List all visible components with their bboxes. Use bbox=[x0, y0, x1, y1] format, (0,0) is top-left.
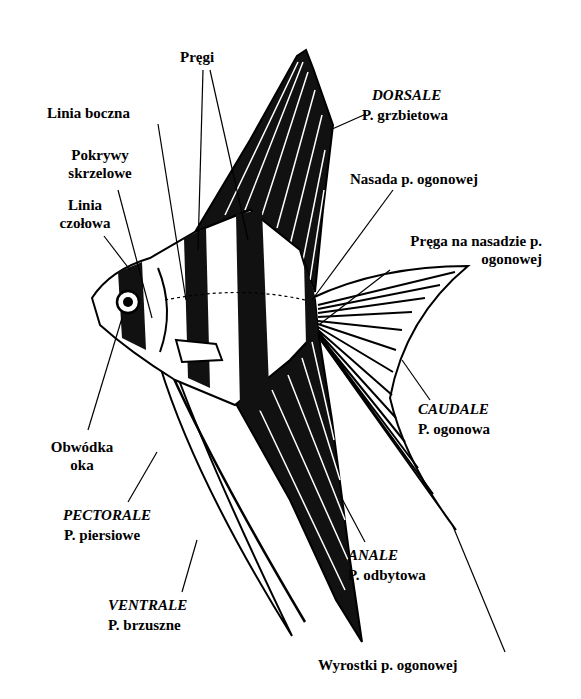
label-anchor: Pokrywy skrzelowe bbox=[55, 146, 145, 182]
part-label: P. piersiowe bbox=[64, 526, 140, 544]
leader-line bbox=[182, 540, 197, 592]
pectoral-fin bbox=[176, 340, 222, 362]
leader-line bbox=[88, 318, 122, 430]
ventral-fin bbox=[160, 366, 292, 636]
leader-line bbox=[340, 495, 365, 542]
part-label: Linia czołowa bbox=[50, 196, 120, 232]
label-anchor: P. brzuszne bbox=[108, 616, 181, 634]
leader-line bbox=[320, 270, 390, 324]
part-label: P. ogonowa bbox=[418, 420, 490, 438]
label-anchor: ANALE bbox=[348, 546, 398, 564]
label-anchor: DORSALE bbox=[372, 86, 441, 104]
label-anchor: VENTRALE bbox=[108, 596, 187, 614]
label-anchor: PECTORALE bbox=[63, 506, 151, 524]
part-label: Wyrostki p. ogonowej bbox=[318, 656, 458, 674]
fin-latin-name: VENTRALE bbox=[108, 596, 187, 614]
leader-line bbox=[104, 236, 130, 270]
fin-latin-name: PECTORALE bbox=[63, 506, 151, 524]
leader-line bbox=[118, 190, 152, 318]
part-label: P. odbytowa bbox=[348, 566, 426, 584]
label-anchor: Pręga na nasadzie p. ogonowej bbox=[362, 232, 542, 268]
leader-line bbox=[452, 524, 505, 652]
part-label: Obwódka oka bbox=[42, 438, 122, 474]
ventral-filament bbox=[170, 370, 305, 622]
peduncle-stripe bbox=[304, 262, 318, 344]
eye bbox=[117, 291, 139, 313]
label-anchor: Nasada p. ogonowej bbox=[350, 170, 478, 188]
caudal-rays bbox=[318, 272, 455, 494]
leader-line bbox=[402, 360, 430, 400]
part-label: Pręga na nasadzie p. ogonowej bbox=[362, 232, 542, 268]
leader-line bbox=[330, 114, 366, 130]
part-label: Linia boczna bbox=[47, 104, 130, 122]
leader-line bbox=[210, 70, 248, 240]
pupil bbox=[123, 297, 133, 307]
leader-line bbox=[158, 124, 186, 300]
label-anchor: Pręgi bbox=[180, 48, 214, 66]
label-anchor: Wyrostki p. ogonowej bbox=[318, 656, 458, 674]
fin-latin-name: ANALE bbox=[348, 546, 398, 564]
leader-line bbox=[198, 70, 203, 250]
gill-cover bbox=[158, 268, 167, 352]
label-anchor: CAUDALE bbox=[418, 400, 489, 418]
anal-rays bbox=[255, 342, 348, 590]
leader-lines bbox=[88, 70, 505, 652]
fin-latin-name: CAUDALE bbox=[418, 400, 489, 418]
part-label: Pokrywy skrzelowe bbox=[55, 146, 145, 182]
part-label: Pręgi bbox=[180, 48, 214, 66]
label-anchor: Linia czołowa bbox=[50, 196, 120, 232]
leader-line bbox=[128, 452, 157, 502]
label-anchor: Obwódka oka bbox=[42, 438, 122, 474]
fish-body bbox=[92, 210, 318, 405]
part-label: P. grzbietowa bbox=[362, 106, 448, 124]
label-anchor: P. odbytowa bbox=[348, 566, 426, 584]
fin-latin-name: DORSALE bbox=[372, 86, 441, 104]
eye-stripe bbox=[118, 262, 146, 350]
label-anchor: Linia boczna bbox=[47, 104, 130, 122]
part-label: P. brzuszne bbox=[108, 616, 181, 634]
body-stripe bbox=[184, 228, 210, 388]
label-anchor: P. ogonowa bbox=[418, 420, 490, 438]
label-anchor: P. piersiowe bbox=[64, 526, 140, 544]
label-anchor: P. grzbietowa bbox=[362, 106, 448, 124]
body-stripe bbox=[236, 210, 270, 412]
part-label: Nasada p. ogonowej bbox=[350, 170, 478, 188]
leader-line bbox=[312, 190, 393, 300]
